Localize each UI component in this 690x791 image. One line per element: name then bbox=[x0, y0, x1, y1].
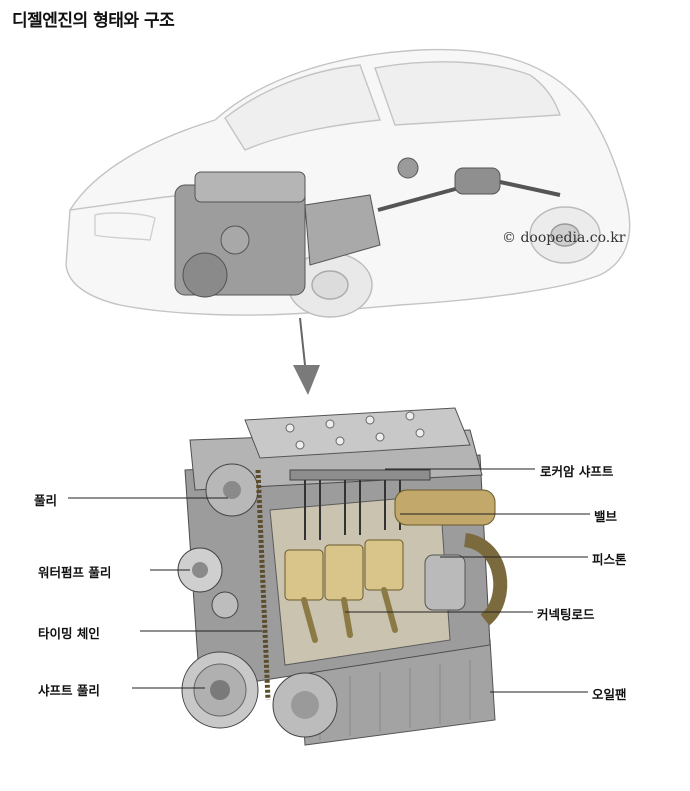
intake-manifold bbox=[394, 489, 496, 526]
car-windshield bbox=[224, 64, 381, 151]
label-oil-pan: 오일팬 bbox=[592, 687, 627, 702]
zoom-arrow bbox=[293, 317, 320, 395]
label-pulley: 풀리 bbox=[34, 493, 58, 508]
label-connecting-rod: 커넥팅로드 bbox=[537, 607, 595, 622]
car-illustration bbox=[65, 48, 631, 318]
piston-3 bbox=[364, 539, 404, 591]
label-timing-chain: 타이밍 체인 bbox=[38, 626, 100, 641]
piston-2 bbox=[324, 544, 364, 601]
car-engine-head bbox=[194, 171, 306, 203]
valves bbox=[304, 480, 401, 540]
arrow-head bbox=[293, 365, 320, 395]
piston-1 bbox=[284, 549, 324, 601]
car-transmission bbox=[304, 194, 381, 266]
car-engine-pulley bbox=[182, 252, 228, 298]
car-rear-axle bbox=[499, 180, 561, 197]
idler-pulley bbox=[211, 591, 239, 619]
connecting-rods bbox=[301, 587, 398, 643]
label-rocker-arm-shaft: 로커암 샤프트 bbox=[540, 464, 614, 479]
label-water-pump-pulley: 워터펌프 풀리 bbox=[38, 565, 112, 580]
car-grille bbox=[94, 212, 156, 241]
label-piston: 피스톤 bbox=[592, 552, 627, 567]
car-differential bbox=[454, 167, 501, 195]
label-valve: 밸브 bbox=[594, 509, 618, 524]
drivetrain bbox=[174, 157, 561, 298]
rocker-arm-shaft bbox=[289, 469, 431, 481]
pistons bbox=[284, 539, 404, 601]
page-title: 디젤엔진의 형태와 구조 bbox=[12, 11, 175, 31]
car-diff-gear bbox=[397, 157, 419, 179]
label-shaft-pulley: 샤프트 풀리 bbox=[38, 683, 100, 698]
rear-wheel-hub bbox=[550, 223, 580, 247]
front-wheel-hub bbox=[311, 270, 349, 300]
valve-cover-bolts bbox=[285, 411, 425, 450]
car-engine-pulley-2 bbox=[220, 225, 250, 255]
timing-chain bbox=[255, 469, 271, 701]
leader-lines bbox=[68, 468, 590, 693]
oil-filter bbox=[424, 554, 466, 611]
car-side-window bbox=[374, 61, 561, 126]
car-propeller-shaft bbox=[377, 183, 471, 212]
engine-cutaway bbox=[177, 407, 508, 746]
copyright-credit: © doopedia.co.kr bbox=[502, 230, 626, 246]
